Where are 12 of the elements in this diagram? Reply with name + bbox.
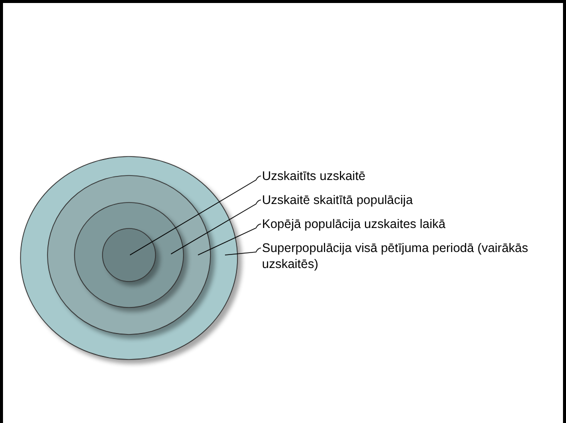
callout-label: Kopējā populācija uzskaites laikā bbox=[262, 216, 552, 232]
callout-label: Superpopulācija visā pētījuma periodā (vairākās uzskaitēs) bbox=[262, 240, 552, 272]
callout-label: Uzskaitē skaitītā populācija bbox=[262, 192, 552, 208]
leader-line bbox=[224, 248, 262, 256]
population-circle bbox=[102, 228, 156, 282]
population-circle bbox=[20, 156, 238, 360]
population-circle bbox=[47, 175, 211, 335]
population-circle bbox=[74, 202, 184, 308]
leader-line bbox=[170, 200, 262, 254]
leader-line bbox=[198, 224, 262, 256]
leader-line bbox=[130, 176, 262, 256]
callout-label: Uzskaitīts uzskaitē bbox=[262, 168, 552, 184]
